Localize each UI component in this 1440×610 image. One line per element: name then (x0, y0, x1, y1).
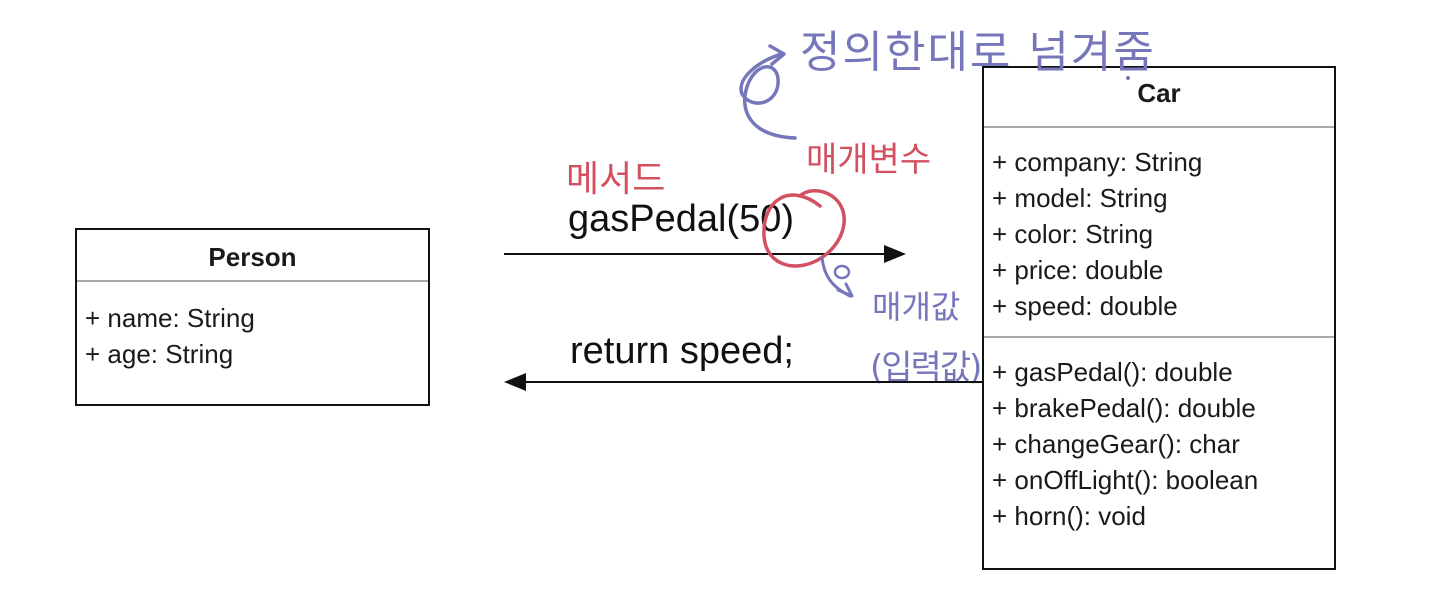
curl-arrowhead-icon (768, 44, 786, 66)
annotation-method: 메서드 (566, 159, 666, 200)
method-call-argument: 50 (739, 198, 782, 240)
argument-pointer-head-icon (836, 282, 854, 298)
annotation-parameter: 매개변수 (806, 140, 932, 180)
return-arrowhead (504, 373, 526, 391)
car-title-divider (984, 126, 1334, 128)
annotation-passes-as-defined: 정의한대로 넘겨줌 (800, 27, 1156, 78)
car-attribute: + color: String (992, 219, 1154, 249)
person-attributes: + name: String + age: String (77, 282, 428, 372)
person-class-title: Person (208, 242, 297, 272)
person-attribute: + name: String (85, 303, 255, 333)
method-call-label: gasPedal(50) (568, 198, 794, 241)
car-method: + onOffLight(): boolean (992, 465, 1259, 495)
annotation-input-value: (입력값) (870, 348, 982, 388)
car-class-title: Car (1137, 78, 1181, 108)
return-message-label: return speed; (570, 330, 794, 372)
curl-arrow-icon (739, 52, 797, 140)
car-attributes-divider (984, 336, 1334, 338)
argument-pointer-loop-icon (833, 264, 851, 280)
argument-pointer-icon (820, 256, 852, 298)
annotation-argument: 매개값 (872, 288, 961, 326)
car-attribute: + price: double (992, 255, 1164, 285)
car-class-box: Car + company: String + model: String + … (982, 66, 1336, 570)
car-attribute: + speed: double (992, 291, 1178, 321)
method-call-close-paren: ) (781, 198, 795, 240)
car-method: + horn(): void (992, 501, 1146, 531)
method-call-arrowhead (884, 245, 906, 263)
car-methods: + gasPedal(): double + brakePedal(): dou… (984, 338, 1334, 534)
person-class-box: Person + name: String + age: String (75, 228, 430, 406)
car-method: + gasPedal(): double (992, 357, 1233, 387)
person-attribute: + age: String (85, 339, 234, 369)
method-call-name: gasPedal( (568, 198, 740, 240)
car-method: + changeGear(): char (992, 429, 1240, 459)
car-attribute: + model: String (992, 183, 1168, 213)
person-title-divider (77, 280, 428, 282)
car-attributes: + company: String + model: String + colo… (984, 128, 1334, 336)
car-method: + brakePedal(): double (992, 393, 1256, 423)
car-attribute: + company: String (992, 147, 1203, 177)
